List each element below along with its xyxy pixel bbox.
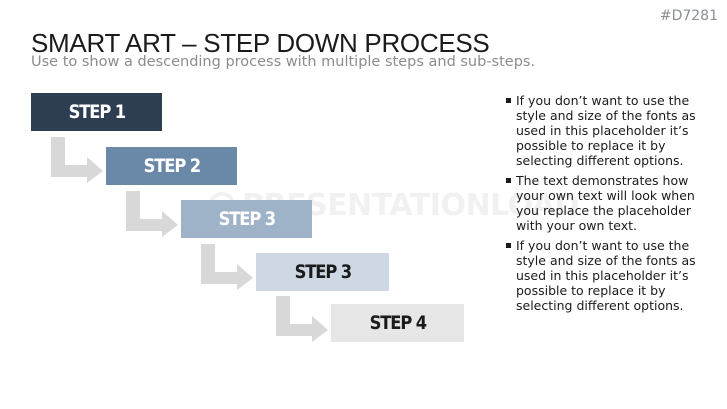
step-label-5: STEP 4: [369, 312, 427, 334]
bullet-item: If you don’t want to use the style and s…: [506, 93, 718, 168]
step-box-5[interactable]: STEP 4: [331, 304, 464, 342]
bent-arrow-icon: [126, 191, 178, 237]
bullet-text-3: If you don’t want to use the style and s…: [516, 238, 696, 313]
bullet-square-icon: [506, 178, 511, 183]
slide-subtitle: Use to show a descending process with mu…: [31, 54, 536, 70]
slide-title: SMART ART – STEP DOWN PROCESS: [31, 28, 490, 58]
step-box-4[interactable]: STEP 3: [256, 253, 389, 291]
step-label-4: STEP 3: [294, 261, 352, 283]
step-box-3[interactable]: STEP 3: [181, 200, 312, 238]
bullet-text-2: The text demonstrates how your own text …: [516, 173, 695, 233]
bent-arrow-icon: [276, 296, 328, 342]
step-box-2[interactable]: STEP 2: [106, 147, 237, 185]
step-label-3: STEP 3: [218, 208, 276, 230]
bullet-square-icon: [506, 98, 511, 103]
bullet-text-1: If you don’t want to use the style and s…: [516, 93, 696, 168]
step-label-1: STEP 1: [68, 101, 126, 123]
bullet-square-icon: [506, 243, 511, 248]
step-label-2: STEP 2: [143, 155, 201, 177]
slide-id-label: #D7281: [659, 8, 718, 24]
step-box-1[interactable]: STEP 1: [31, 93, 162, 131]
bullet-list: If you don’t want to use the style and s…: [506, 93, 718, 318]
bent-arrow-icon: [201, 244, 253, 290]
bullet-item: If you don’t want to use the style and s…: [506, 238, 718, 313]
bent-arrow-icon: [51, 137, 103, 183]
bullet-item: The text demonstrates how your own text …: [506, 173, 718, 233]
